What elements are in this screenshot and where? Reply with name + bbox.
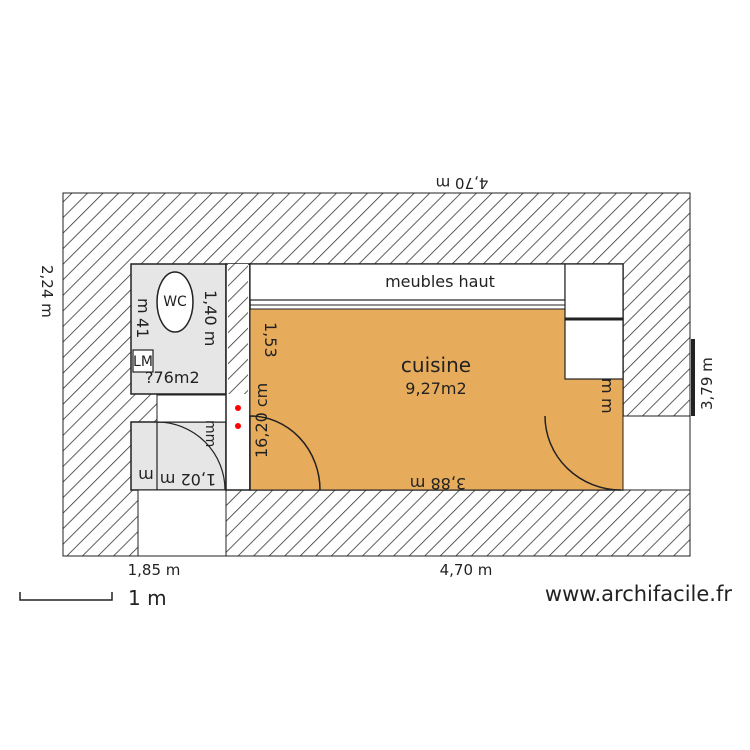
dim-bottom-left: 1,85 m — [128, 561, 181, 579]
opening-unit: mm — [202, 420, 218, 447]
kitchen-name: cuisine — [401, 353, 471, 377]
kitchen-width: 3,88 m — [410, 474, 466, 493]
dim-top: 4,70 m — [436, 174, 489, 192]
hall-strip — [156, 394, 227, 423]
wall-cabinets — [249, 263, 566, 301]
wc-width: 1,02 m — [160, 470, 216, 489]
opening-width: 16,20 cm — [252, 383, 271, 458]
dim-left: 2,24 m — [38, 265, 56, 318]
watermark: www.archifacile.fr — [545, 582, 732, 606]
wc-length: 1,40 m — [201, 290, 220, 346]
door-swing-right — [544, 415, 622, 491]
right-cabinet — [564, 318, 624, 380]
door-swing-wc — [156, 421, 226, 491]
wc-label: WC — [163, 294, 187, 310]
scale-label: 1 m — [128, 586, 167, 610]
wall-cabinets-label: meubles haut — [385, 272, 495, 291]
scale-bar — [19, 592, 113, 601]
kitchen-depth: 1,53 — [261, 322, 280, 358]
right-opening — [622, 415, 691, 491]
door-swing-left — [249, 415, 321, 491]
wc-edge-m: m — [134, 298, 153, 314]
dim-bottom: 4,70 m — [440, 561, 493, 579]
toilet-icon — [156, 271, 194, 333]
wc-area: ?76m2 — [145, 368, 200, 387]
sink-icon — [132, 349, 154, 373]
dim-right: 3,79 m — [698, 357, 716, 410]
right-edge-m1: m — [598, 378, 617, 394]
marker-dot — [235, 405, 241, 411]
kitchen-floor — [249, 308, 624, 491]
wc-depth: 41 — [133, 318, 152, 338]
doorway-bottom — [137, 489, 227, 557]
partition-hatch — [228, 264, 248, 394]
sink-label: LM — [133, 354, 153, 370]
wc-edge-m2: m — [138, 466, 154, 485]
right-edge-m2: m — [598, 398, 617, 414]
marker-dot — [235, 423, 241, 429]
right-cabinet-top — [564, 263, 624, 320]
kitchen-area: 9,27m2 — [405, 379, 466, 398]
